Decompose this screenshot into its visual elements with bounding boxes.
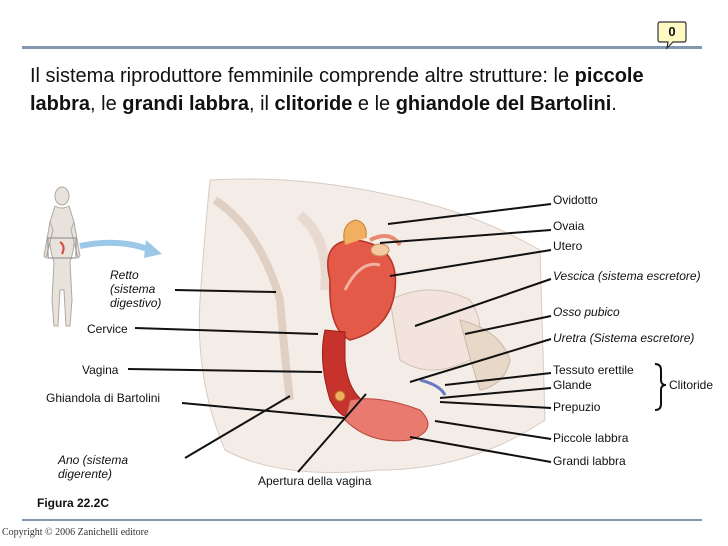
- label-ovidotto: Ovidotto: [553, 193, 598, 207]
- label-ghiandola-bartolini: Ghiandola di Bartolini: [46, 391, 161, 405]
- label-glande: Glande: [553, 378, 592, 392]
- label-clitoride: Clitoride: [669, 378, 714, 392]
- bottom-rule: [22, 519, 702, 521]
- label-retto: Retto (sistema digestivo): [110, 268, 162, 310]
- label-grandi-labbra: Grandi labbra: [553, 454, 626, 468]
- label-utero: Utero: [553, 239, 583, 253]
- leader-lines: [127, 203, 552, 473]
- label-apertura-vagina: Apertura della vagina: [258, 474, 372, 488]
- arrow-icon: [79, 239, 152, 253]
- page-heading: Il sistema riproduttore femminile compre…: [30, 65, 644, 115]
- body-silhouette-icon: [43, 186, 81, 327]
- label-ovaia: Ovaia: [553, 219, 585, 233]
- label-cervice: Cervice: [87, 322, 128, 336]
- clitoride-bracket: [654, 363, 667, 411]
- pelvis-cross-section: [198, 178, 546, 473]
- top-rule: [22, 46, 702, 49]
- label-ano: Ano (sistema digerente): [58, 453, 129, 481]
- copyright-text: Copyright © 2006 Zanichelli editore: [2, 527, 149, 538]
- label-tessuto-erettile: Tessuto erettile: [553, 363, 634, 377]
- label-vagina: Vagina: [82, 363, 119, 377]
- label-piccole-labbra: Piccole labbra: [553, 431, 629, 445]
- badge-count: 0: [668, 24, 676, 39]
- label-prepuzio: Prepuzio: [553, 400, 601, 414]
- comment-badge[interactable]: 0: [657, 20, 687, 50]
- figure-label: Figura 22.2C: [37, 496, 110, 510]
- zoom-frame: [47, 237, 77, 259]
- speech-bubble-icon: [657, 21, 687, 50]
- label-osso-pubico: Osso pubico: [553, 305, 620, 319]
- label-vescica: Vescica (sistema escretore): [553, 269, 701, 283]
- label-uretra: Uretra (Sistema escretore): [553, 331, 695, 345]
